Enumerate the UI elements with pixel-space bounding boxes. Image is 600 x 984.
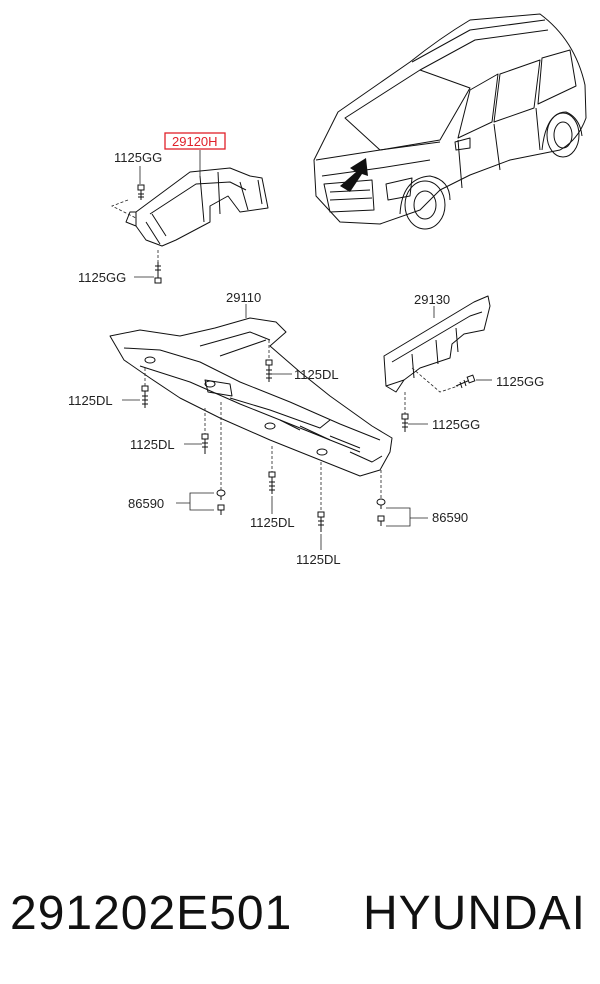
bolt-icon	[265, 359, 273, 382]
leader-lines	[111, 150, 492, 550]
fastener-label-1125DL[interactable]: 1125DL	[294, 367, 339, 382]
screw-icon	[137, 184, 145, 200]
location-arrow-icon	[340, 158, 368, 192]
bolt-icon	[268, 471, 276, 494]
part-label-29130[interactable]: 29130	[414, 292, 450, 307]
caption-bar: 291202E501 HYUNDAI	[0, 878, 600, 948]
fastener-label-1125DL[interactable]: 1125DL	[130, 437, 175, 452]
part-label-29110[interactable]: 29110	[226, 290, 261, 305]
clip-label-86590[interactable]: 86590	[432, 510, 468, 525]
screw-icon	[455, 374, 476, 389]
screw-icon	[154, 262, 162, 284]
clip-label-86590[interactable]: 86590	[128, 496, 164, 511]
part-number-text: 291202E501	[10, 886, 293, 940]
bolt-icon	[141, 385, 149, 408]
fastener-label-1125GG[interactable]: 1125GG	[114, 150, 162, 165]
fastener-label-1125GG[interactable]: 1125GG	[432, 417, 480, 432]
fastener-label-1125DL[interactable]: 1125DL	[296, 552, 341, 567]
fastener-label-1125GG[interactable]: 1125GG	[78, 270, 126, 285]
screw-icon	[401, 413, 409, 432]
brand-text: HYUNDAI	[362, 886, 586, 940]
fastener-label-1125DL[interactable]: 1125DL	[250, 515, 295, 530]
clip-icon	[216, 489, 226, 515]
vehicle-illustration	[313, 13, 587, 230]
part-labels: 29120H 29110 29130 1125GG 1125GG 1125GG …	[68, 134, 544, 567]
bolt-icon	[201, 433, 209, 454]
highlight-box	[164, 132, 226, 150]
clip-icon	[376, 498, 386, 526]
part-29110-illustration	[109, 317, 393, 477]
part-29120H-illustration	[125, 167, 269, 247]
fastener-label-1125DL[interactable]: 1125DL	[68, 393, 113, 408]
fastener-label-1125GG[interactable]: 1125GG	[496, 374, 544, 389]
part-29130-illustration	[383, 295, 491, 393]
bolt-icon	[317, 511, 325, 532]
parts-diagram: 29120H 29110 29130 1125GG 1125GG 1125GG …	[68, 13, 587, 567]
part-label-29120H[interactable]: 29120H	[172, 134, 218, 149]
